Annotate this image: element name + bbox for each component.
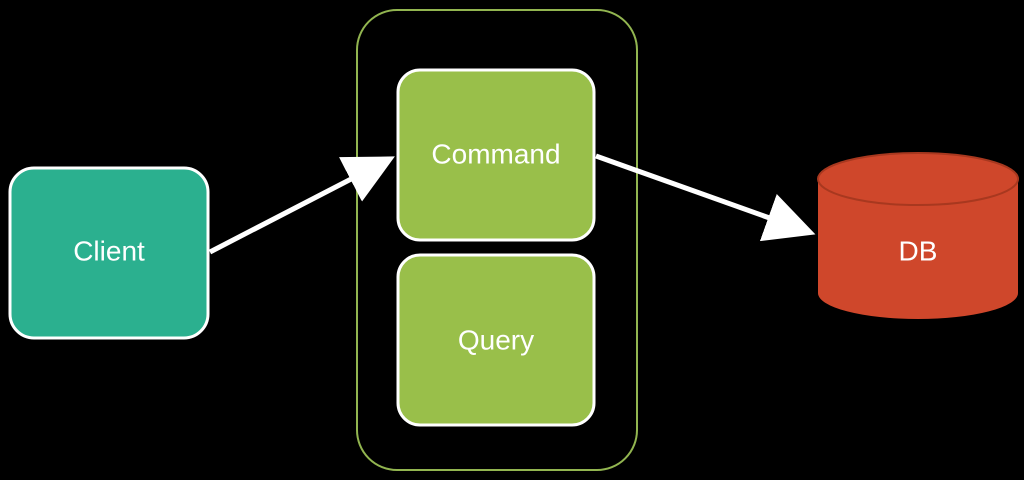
- db-cylinder-body: [818, 179, 1018, 319]
- query-label: Query: [458, 324, 534, 355]
- db-node: DB: [817, 152, 1019, 319]
- arrow-client-to-command: [208, 156, 395, 255]
- service-group-container: [356, 9, 638, 471]
- db-cylinder-top: [817, 152, 1019, 206]
- query-node: Query: [396, 253, 596, 427]
- arrow-command-to-db: [595, 153, 816, 242]
- command-label: Command: [431, 138, 560, 169]
- command-node: Command: [396, 68, 596, 242]
- client-box: [8, 166, 210, 340]
- client-label: Client: [73, 235, 145, 266]
- query-box: [396, 253, 596, 427]
- db-label: DB: [899, 235, 938, 266]
- command-box: [396, 68, 596, 242]
- client-node: Client: [8, 166, 210, 340]
